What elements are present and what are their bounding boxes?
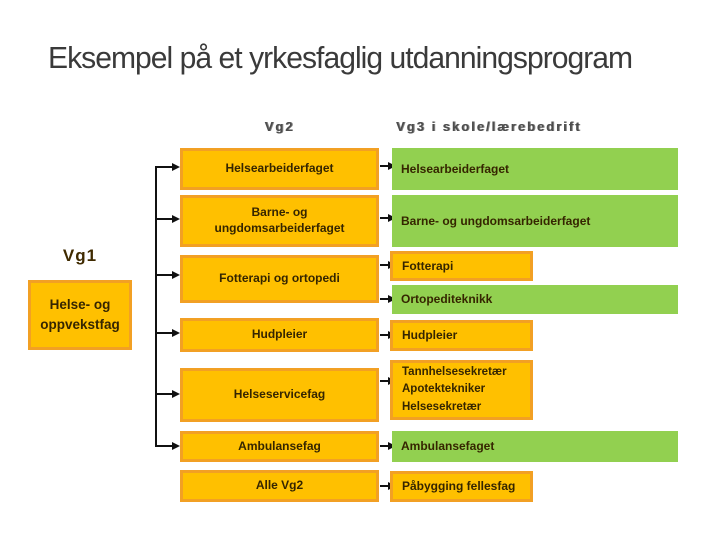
arrowhead-icon (172, 271, 180, 279)
vg2-box-helsearbeiderfaget: Helsearbeiderfaget (180, 148, 379, 190)
arrowhead-icon (172, 215, 180, 223)
arrow-shaft (380, 380, 388, 382)
vg3-box-tannhelsesekretaer-apotektekniker-helsesekretaer: Tannhelsesekretær Apotektekniker Helsese… (390, 360, 533, 420)
vg3-box-barne-og-ungdomsarbeiderfaget: Barne- og ungdomsarbeiderfaget (392, 195, 678, 247)
arrow-shaft (380, 485, 388, 487)
box-label: Ortopediteknikk (401, 292, 493, 306)
box-label: Hudpleier (251, 327, 308, 342)
tree-branch-arrow-3 (157, 271, 180, 279)
vg1-box-helse-og-oppvekstfag: Helse- og oppvekstfag (28, 280, 132, 350)
arrow-shaft (157, 166, 172, 168)
slide-title: Eksempel på et yrkesfaglig utdanningspro… (48, 40, 633, 75)
box-label: Barne- og ungdomsarbeiderfaget (401, 213, 591, 228)
arrow-shaft (157, 332, 172, 334)
tree-branch-arrow-2 (157, 215, 180, 223)
column-header-vg2: Vg2 (264, 119, 295, 134)
vg2-box-barne-og-ungdomsarbeiderfaget: Barne- og ungdomsarbeiderfaget (180, 195, 379, 247)
box-label: Hudpleier (402, 328, 458, 342)
tree-branch-arrow-1 (157, 163, 180, 171)
box-label: Alle Vg2 (255, 478, 304, 493)
arrow-shaft (157, 218, 172, 220)
arrowhead-icon (172, 442, 180, 450)
vg2-box-fotterapi-og-ortopedi: Fotterapi og ortopedi (180, 255, 379, 303)
arrowhead-icon (172, 329, 180, 337)
vg3-box-hudpleier: Hudpleier (390, 320, 533, 351)
arrow-shaft (380, 264, 388, 266)
box-label: Ambulansefag (238, 438, 321, 453)
vg2-box-hudpleier: Hudpleier (180, 318, 379, 352)
arrow-shaft (380, 165, 388, 167)
box-label: Helsearbeiderfaget (401, 161, 510, 176)
tree-branch-arrow-4 (157, 329, 180, 337)
box-label-line: Helsesekretær (402, 400, 482, 413)
vg2-box-helseservicefag: Helseservicefag (180, 368, 379, 422)
vg1-box-label: Helse- og oppvekstfag (40, 296, 120, 332)
vg1-label: Vg1 (62, 246, 98, 265)
arrowhead-icon (172, 163, 180, 171)
vg3-box-ambulansefaget: Ambulansefaget (392, 431, 678, 462)
box-label-line: Apotektekniker (402, 383, 486, 396)
tree-branch-arrow-6 (157, 442, 180, 450)
box-label: Fotterapi (402, 258, 454, 273)
box-label: Fotterapi og ortopedi (219, 271, 340, 286)
box-label-line: Tannhelsesekretær (402, 366, 507, 379)
arrow-shaft (157, 445, 172, 447)
box-label: Påbygging fellesfag (402, 479, 516, 493)
vg3-box-helsearbeiderfaget: Helsearbeiderfaget (392, 148, 678, 190)
arrow-shaft (380, 298, 388, 300)
arrow-shaft (157, 393, 172, 395)
vg3-box-fotterapi: Fotterapi (390, 251, 533, 281)
arrowhead-icon (172, 390, 180, 398)
box-label: Helseservicefag (233, 387, 326, 402)
vg2-box-alle-vg2: Alle Vg2 (180, 470, 379, 502)
arrow-shaft (380, 217, 388, 219)
tree-branch-arrow-5 (157, 390, 180, 398)
box-label: Ambulansefaget (401, 439, 495, 453)
box-label: Barne- og ungdomsarbeiderfaget (214, 205, 345, 235)
vg3-box-pabygging-fellesfag: Påbygging fellesfag (390, 471, 533, 502)
arrow-shaft (157, 274, 172, 276)
arrow-shaft (380, 334, 388, 336)
vg3-box-ortopediteknikk: Ortopediteknikk (392, 285, 678, 314)
column-header-vg3: Vg3 i skole/lærebedrift (396, 119, 582, 134)
arrow-shaft (380, 445, 388, 447)
vg2-box-ambulansefag: Ambulansefag (180, 431, 379, 462)
box-label: Helsearbeiderfaget (225, 161, 334, 176)
tree-trunk-line (155, 166, 157, 447)
